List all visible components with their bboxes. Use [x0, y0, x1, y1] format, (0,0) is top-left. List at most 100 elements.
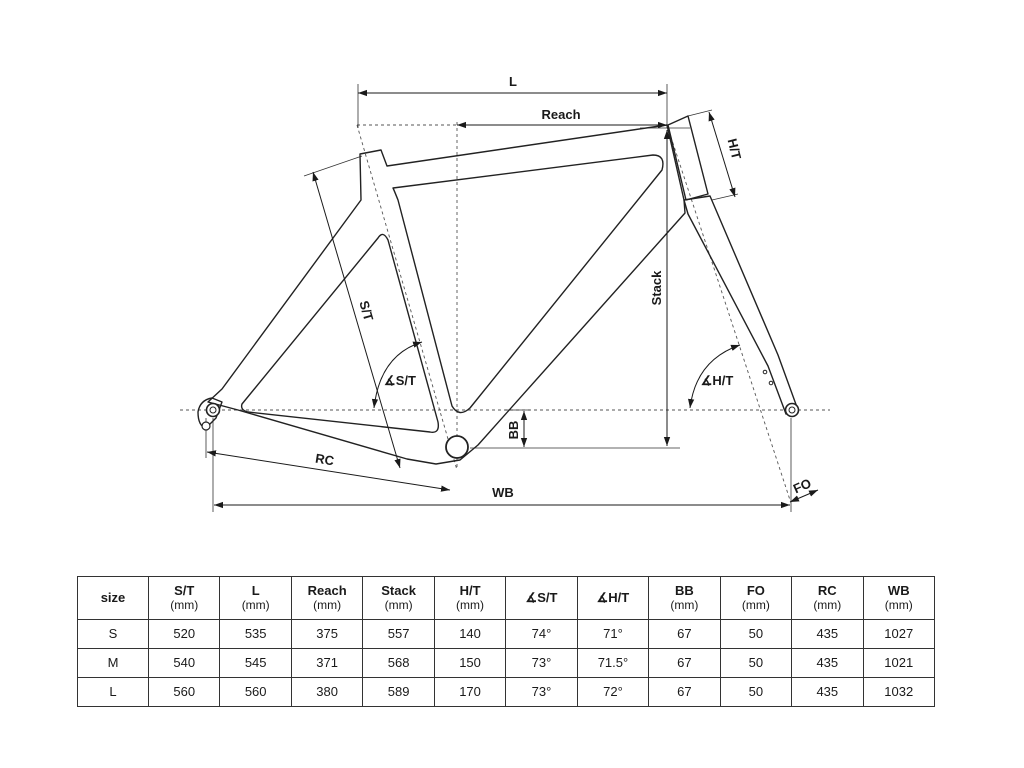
steering-axis-line	[666, 124, 791, 501]
label-stack: Stack	[649, 270, 664, 305]
column-header-label: H/T	[459, 583, 481, 598]
dim-ht	[708, 111, 736, 198]
value-cell-wb: 1032	[862, 677, 936, 707]
value-cell-bb: 67	[648, 619, 721, 649]
value-cell-st-angle: 74°	[505, 619, 578, 649]
bike-frame	[197, 115, 799, 465]
value-cell-stack: 589	[362, 677, 435, 707]
column-header-unit: (mm)	[813, 598, 842, 612]
value-cell-ht-angle: 72°	[576, 677, 650, 707]
rear-axle-inner	[209, 406, 217, 414]
column-header-reach: Reach(mm)	[290, 576, 364, 620]
column-header-unit: (mm)	[456, 598, 485, 612]
value-cell-st-angle: 73°	[505, 648, 578, 678]
column-header-label: ∡S/T	[525, 590, 558, 605]
column-header-label: L	[251, 583, 260, 598]
value-cell-reach: 371	[290, 648, 364, 678]
fork-eyelet-1	[762, 369, 768, 375]
table-header-row: size S/T(mm)L(mm)Reach(mm)Stack(mm)H/T(m…	[77, 576, 936, 620]
label-l: L	[509, 74, 517, 89]
dimension-lines	[206, 89, 819, 509]
column-header-label: Reach	[307, 583, 347, 598]
label-st-angle: ∡S/T	[384, 373, 416, 388]
column-header-unit: (mm)	[884, 598, 913, 612]
arc-st-angle	[371, 341, 423, 409]
column-header-l: L(mm)	[219, 576, 292, 620]
value-cell-stack: 568	[362, 648, 435, 678]
value-cell-fo: 50	[719, 619, 793, 649]
dim-rc	[206, 450, 451, 492]
value-cell-ht: 170	[433, 677, 507, 707]
value-cell-reach: 375	[290, 619, 364, 649]
extension-lines	[205, 84, 792, 512]
column-header-unit: (mm)	[241, 598, 270, 612]
column-header-unit: (mm)	[670, 598, 699, 612]
value-cell-st: 520	[147, 619, 221, 649]
column-header-label: ∡H/T	[596, 590, 630, 605]
label-rc: RC	[314, 451, 335, 469]
value-cell-ht: 150	[433, 648, 507, 678]
frame-geometry-diagram: L Reach H/T Stack S/T ∡S/T ∡H/T BB RC WB…	[180, 74, 830, 512]
value-cell-ht-angle: 71°	[576, 619, 650, 649]
arc-ht-angle	[687, 344, 741, 409]
column-header-ht-angle: ∡H/T	[576, 576, 650, 620]
label-st: S/T	[356, 299, 376, 323]
value-cell-ht-angle: 71.5°	[576, 648, 650, 678]
column-header-wb: WB(mm)	[862, 576, 936, 620]
column-header-unit: (mm)	[313, 598, 342, 612]
column-header-unit: (mm)	[384, 598, 413, 612]
value-cell-l: 545	[219, 648, 292, 678]
front-axle	[784, 402, 800, 418]
geometry-table: size S/T(mm)L(mm)Reach(mm)Stack(mm)H/T(m…	[77, 576, 936, 707]
value-cell-bb: 67	[648, 648, 721, 678]
column-header-label: S/T	[174, 583, 195, 598]
fork-eyelet-2	[768, 380, 774, 386]
ext-st-top	[303, 155, 363, 177]
column-header-label: WB	[887, 583, 910, 598]
value-cell-l: 535	[219, 619, 292, 649]
size-cell: M	[77, 648, 149, 678]
label-ht-angle: ∡H/T	[701, 373, 734, 388]
value-cell-rc: 435	[791, 677, 864, 707]
value-cell-wb: 1021	[862, 648, 936, 678]
value-cell-ht: 140	[433, 619, 507, 649]
value-cell-rc: 435	[791, 619, 864, 649]
column-header-stack: Stack(mm)	[362, 576, 435, 620]
column-header-ht: H/T(mm)	[433, 576, 507, 620]
value-cell-stack: 557	[362, 619, 435, 649]
column-header-label: RC	[817, 583, 837, 598]
label-wb: WB	[492, 485, 514, 500]
seat-tube-axis-line	[356, 124, 458, 471]
column-header-label: FO	[746, 583, 765, 598]
label-fo: FO	[791, 475, 814, 496]
value-cell-st-angle: 73°	[505, 677, 578, 707]
dim-fo	[789, 489, 819, 503]
column-header-rc: RC(mm)	[791, 576, 864, 620]
bottom-bracket	[445, 435, 469, 459]
label-bb: BB	[506, 421, 521, 440]
column-header-fo: FO(mm)	[719, 576, 793, 620]
value-cell-fo: 50	[719, 648, 793, 678]
dim-st	[312, 171, 401, 469]
column-header-size: size	[77, 576, 149, 620]
column-header-st: S/T(mm)	[147, 576, 221, 620]
value-cell-rc: 435	[791, 648, 864, 678]
rear-axle	[205, 402, 221, 418]
label-ht: H/T	[725, 137, 745, 161]
reference-lines	[180, 122, 830, 501]
derailleur-hanger	[201, 421, 211, 431]
ext-ht-top	[687, 109, 713, 117]
value-cell-fo: 50	[719, 677, 793, 707]
value-cell-bb: 67	[648, 677, 721, 707]
column-header-unit: (mm)	[741, 598, 770, 612]
label-reach: Reach	[541, 107, 580, 122]
column-header-bb: BB(mm)	[648, 576, 721, 620]
column-header-label: BB	[675, 583, 694, 598]
front-axle-inner	[788, 406, 796, 414]
column-header-label: Stack	[381, 583, 416, 598]
head-tube	[667, 115, 709, 201]
size-cell: L	[77, 677, 149, 707]
